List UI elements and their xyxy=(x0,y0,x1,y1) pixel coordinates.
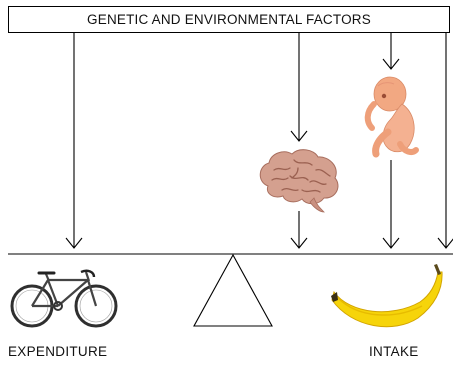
intake-label: INTAKE xyxy=(369,344,419,359)
banana-icon xyxy=(328,262,446,334)
expenditure-label: EXPENDITURE xyxy=(8,344,107,359)
fetus-icon xyxy=(360,74,424,160)
fulcrum-triangle xyxy=(194,255,272,326)
brain-icon xyxy=(254,146,342,216)
bicycle-icon xyxy=(8,264,120,330)
